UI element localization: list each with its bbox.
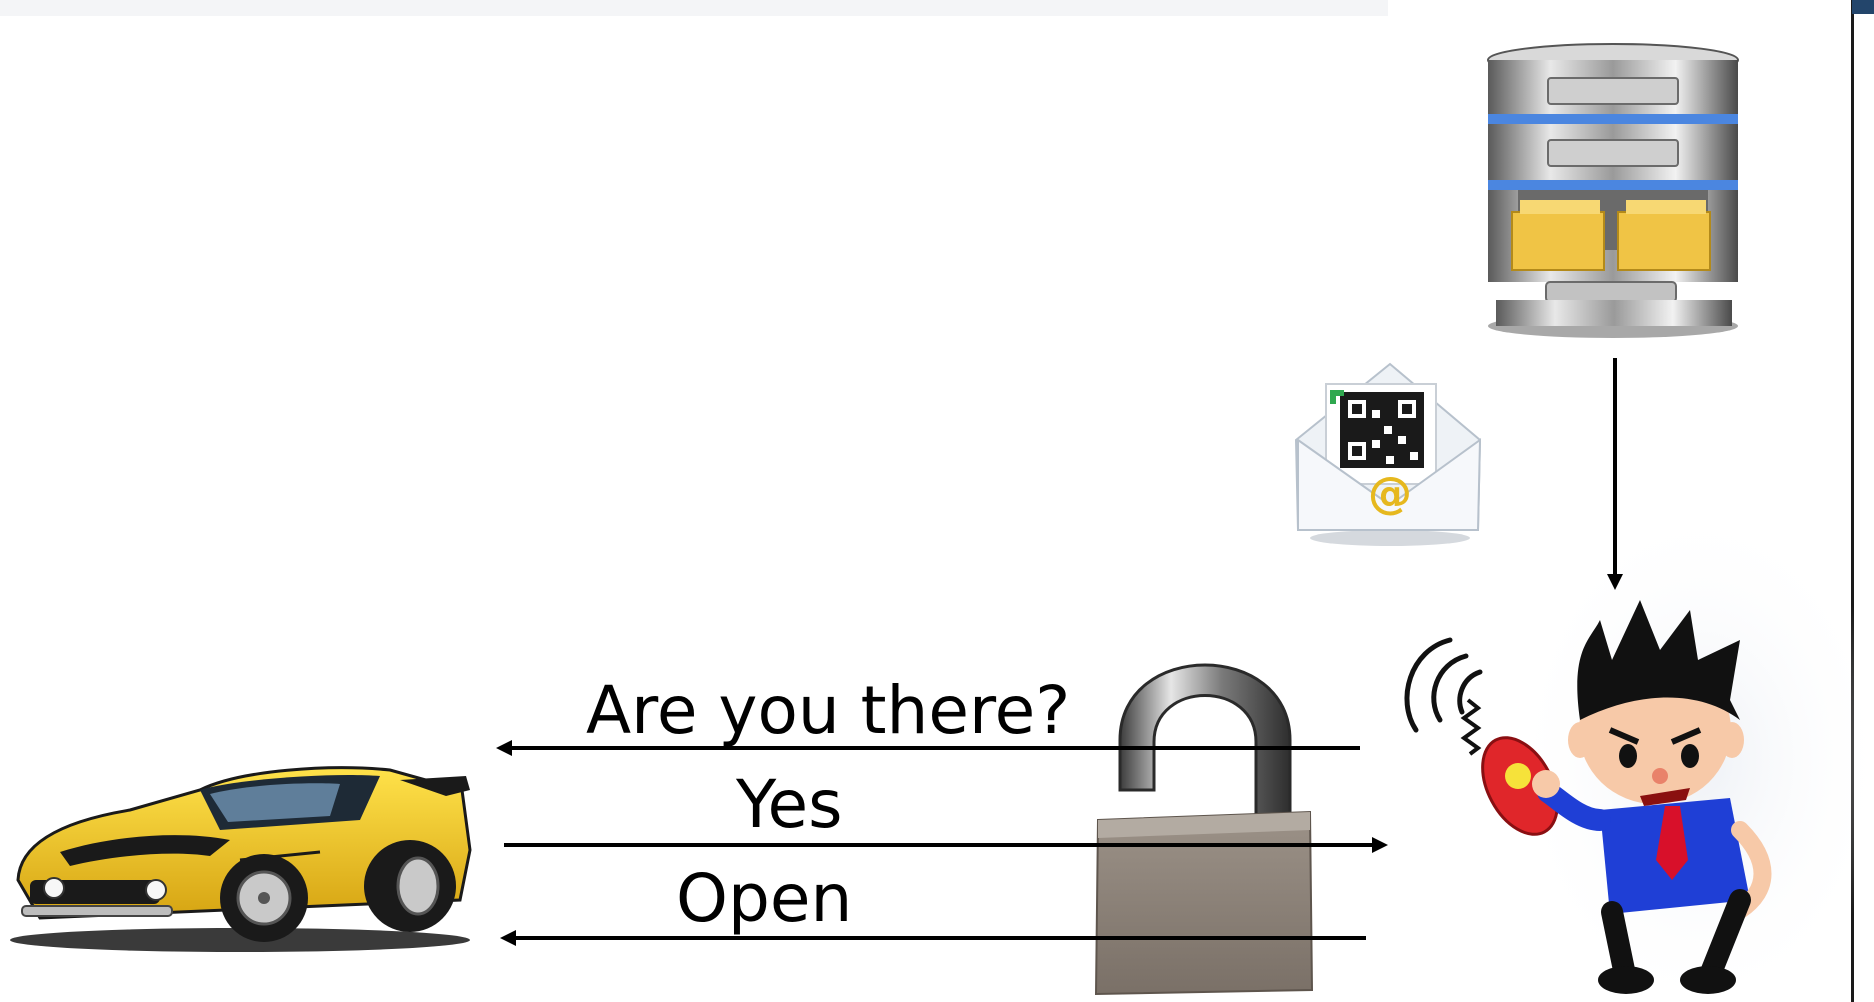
request-message-label: Are you there? (586, 678, 1070, 744)
padlock-icon (1096, 665, 1312, 994)
yellow-sports-car-icon (10, 768, 470, 952)
command-message-label: Open (676, 866, 852, 932)
reply-message-label: Yes (736, 772, 843, 838)
email-qr-code-icon: @ (1296, 364, 1480, 546)
svg-text:@: @ (1368, 468, 1412, 519)
database-server-icon (1488, 44, 1738, 338)
